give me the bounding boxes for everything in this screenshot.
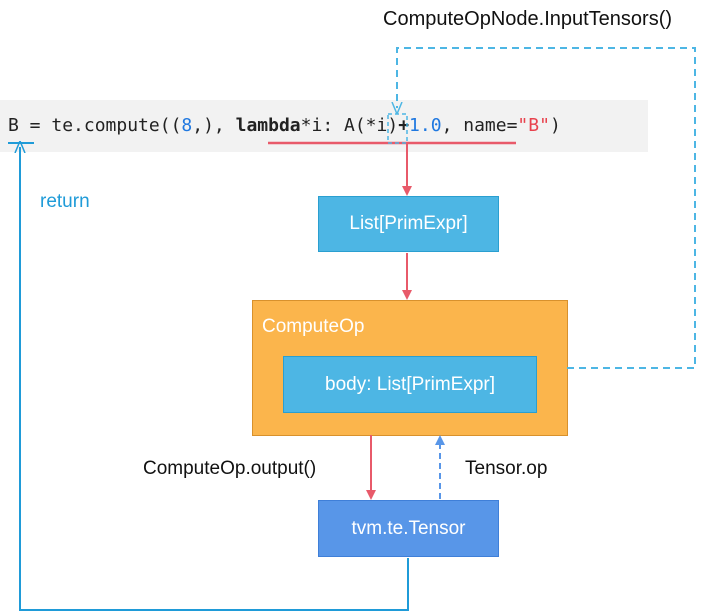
tensor-label: tvm.te.Tensor	[351, 517, 466, 539]
output-label: ComputeOp.output()	[143, 458, 317, 479]
return-label: return	[40, 191, 90, 212]
code-line: B = te.compute((8,), lambda*i: A(*i)+1.0…	[8, 115, 561, 136]
code-b-string: B	[528, 115, 540, 136]
body-box: body: List[PrimExpr]	[283, 356, 537, 413]
code-plus: +	[398, 115, 410, 136]
body-label: body: List[PrimExpr]	[325, 373, 495, 395]
code-b: B	[8, 115, 19, 136]
input-tensors-path	[397, 47, 696, 369]
code-quote-open: "	[517, 115, 529, 136]
list-primexpr-label: List[PrimExpr]	[349, 213, 468, 234]
code-tuple-end: ,),	[192, 115, 236, 136]
code-eight: 8	[181, 115, 193, 136]
code-call: te.compute((	[51, 115, 182, 136]
code-quote-close: "	[539, 115, 550, 136]
code-a: A	[344, 115, 355, 136]
a-highlight-box	[387, 113, 408, 144]
return-path	[20, 147, 409, 611]
tensor-op-label: Tensor.op	[465, 458, 548, 479]
list-primexpr-box: List[PrimExpr]	[318, 196, 499, 252]
code-name-part: , name=	[441, 115, 518, 136]
code-star-i: *i:	[300, 115, 344, 136]
code-eq: =	[18, 115, 52, 136]
code-lambda-keyword: lambda	[235, 115, 301, 136]
computeop-title: ComputeOp	[262, 316, 365, 337]
code-close: )	[549, 115, 561, 136]
tensor-box: tvm.te.Tensor	[318, 500, 499, 557]
input-tensors-label: ComputeOpNode.InputTensors()	[383, 8, 673, 30]
code-one: 1.0	[409, 115, 442, 136]
